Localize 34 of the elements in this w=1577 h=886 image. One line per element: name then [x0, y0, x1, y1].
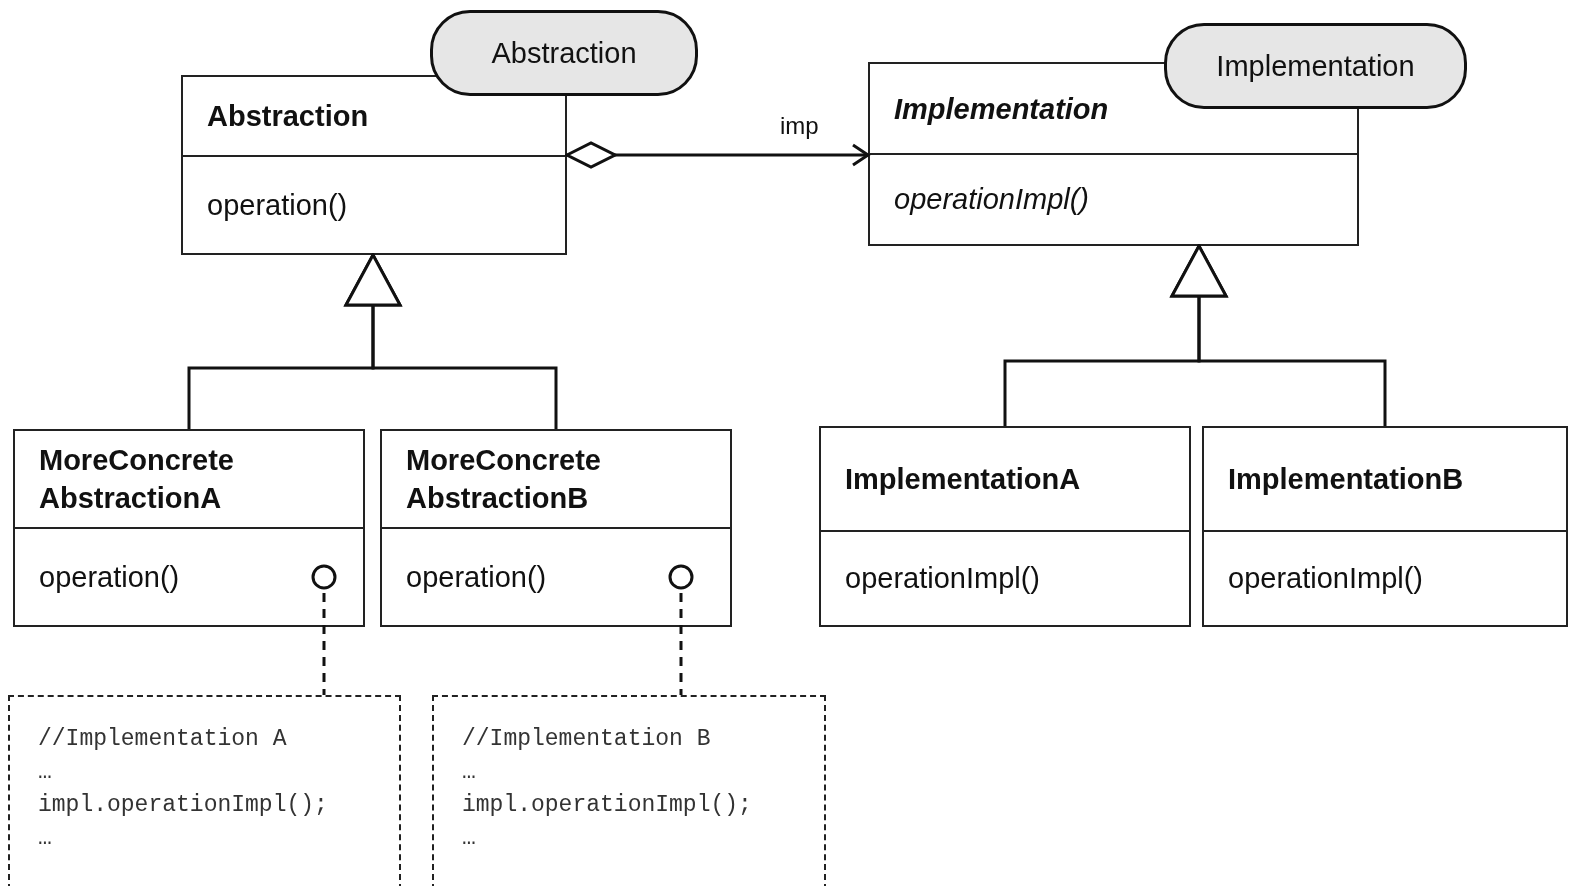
- class-box: [181, 75, 567, 255]
- aggregation-arrow: [565, 141, 870, 169]
- code-line: …: [462, 824, 477, 853]
- class-box: [380, 429, 732, 627]
- leader-line: [668, 564, 694, 695]
- class-box: [819, 426, 1191, 627]
- leader-line: [311, 564, 337, 695]
- method-name: operationImpl(): [1228, 562, 1424, 595]
- method-name: operation(): [207, 188, 348, 222]
- inheritance-arrow: [1170, 244, 1387, 426]
- code-line: impl.operationImpl();: [462, 791, 753, 820]
- code-line: …: [462, 758, 477, 787]
- code-line: impl.operationImpl();: [38, 791, 329, 820]
- code-note: [432, 695, 826, 886]
- class-name: MoreConcrete AbstractionB: [406, 443, 602, 516]
- method-name: operation(): [406, 560, 547, 594]
- inheritance-arrow: [344, 253, 558, 429]
- class-box: [1202, 426, 1568, 627]
- code-note: [8, 695, 401, 886]
- class-box: [13, 429, 365, 627]
- class-name: MoreConcrete AbstractionA: [39, 443, 235, 516]
- method-name: operation(): [39, 560, 180, 594]
- code-line: …: [38, 824, 53, 853]
- role-tag: Abstraction: [430, 10, 698, 96]
- class-name: ImplementationB: [1228, 462, 1464, 497]
- method-name: operationImpl(): [845, 562, 1041, 595]
- code-line: //Implementation B: [462, 725, 712, 754]
- method-name: operationImpl(): [894, 183, 1090, 216]
- role-tag: Implementation: [1164, 23, 1467, 109]
- class-name: ImplementationA: [845, 462, 1081, 497]
- class-name: Abstraction: [207, 99, 369, 134]
- code-line: //Implementation A: [38, 725, 288, 754]
- class-name: Implementation: [894, 91, 1109, 127]
- code-line: …: [38, 758, 53, 787]
